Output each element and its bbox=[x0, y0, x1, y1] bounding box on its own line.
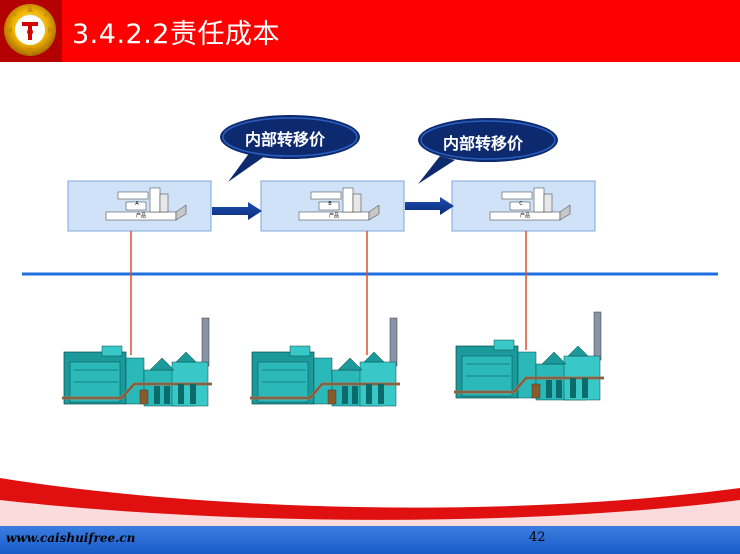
right-arrow-icon bbox=[212, 202, 262, 220]
slide-title: 3.4.2.2责任成本 bbox=[72, 19, 280, 50]
stage-box-b bbox=[260, 180, 405, 232]
footer-swoosh bbox=[0, 478, 740, 554]
footer-website-link[interactable]: www.caishuifree.cn bbox=[6, 531, 136, 545]
product-label-a: 产品 bbox=[135, 213, 146, 219]
stage-letter-c: C bbox=[519, 201, 523, 207]
product-label-b: 产品 bbox=[328, 213, 339, 219]
stage-letter-b: B bbox=[328, 201, 332, 207]
transfer-price-label-1: 内部转移价 bbox=[245, 130, 326, 149]
right-arrow-icon bbox=[405, 197, 454, 215]
transfer-price-bubble-1 bbox=[220, 115, 360, 182]
stage-box-a bbox=[67, 180, 212, 232]
stage-box-c bbox=[451, 180, 596, 232]
factory-icon bbox=[62, 317, 212, 407]
transfer-price-bubble-2 bbox=[418, 118, 558, 184]
emblem-logo-icon bbox=[4, 4, 56, 56]
stage-letter-a: A bbox=[135, 201, 139, 207]
transfer-price-label-2: 内部转移价 bbox=[443, 134, 524, 153]
factory-icon bbox=[454, 311, 604, 401]
factory-icon bbox=[250, 317, 400, 407]
page-number: 42 bbox=[529, 530, 546, 545]
product-label-c: 产品 bbox=[519, 213, 530, 219]
